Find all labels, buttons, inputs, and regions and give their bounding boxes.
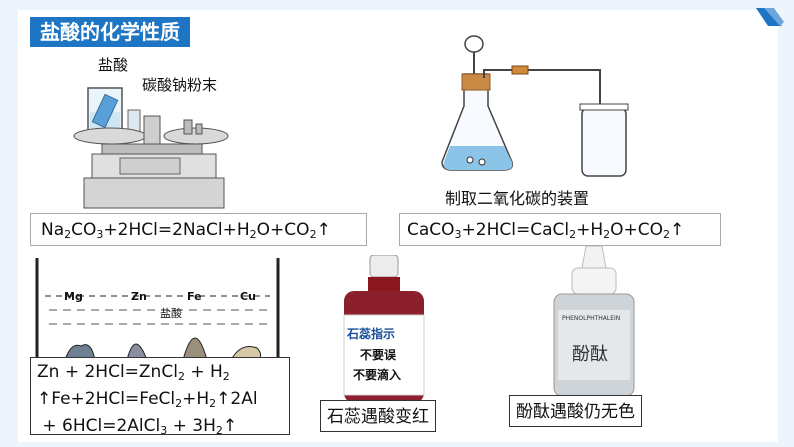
metal-label-cu: Cu — [240, 290, 256, 303]
label-sodium-carbonate-powder: 碳酸钠粉末 — [142, 76, 218, 94]
label-hydrochloric-acid: 盐酸 — [98, 56, 129, 74]
slide-title: 盐酸的化学性质 — [30, 17, 190, 47]
phenol-label-small: PHENOLPHTHALEIN — [562, 315, 621, 322]
co2-generation-apparatus — [441, 35, 629, 177]
equation-iron-line: ↑Fe+2HCl=FeCl2+H2↑2Al — [37, 389, 258, 410]
metal-label-fe: Fe — [187, 290, 202, 303]
litmus-caption: 石蕊遇酸变红 — [320, 400, 436, 432]
metal-label-mg: Mg — [64, 290, 83, 303]
metals-in-acid-illustration — [35, 256, 280, 360]
corner-decoration-icon — [756, 8, 784, 26]
equation-calcium-carbonate: CaCO3+2HCl=CaCl2+H2O+CO2↑ — [399, 213, 721, 246]
equation-sodium-carbonate: Na2CO3+2HCl=2NaCl+H2O+CO2↑ — [30, 213, 367, 246]
litmus-label-line1: 石蕊指示 — [347, 327, 396, 341]
equation-zinc-line: Zn + 2HCl=ZnCl2 + H2 — [37, 362, 230, 383]
balance-beaker-illustration — [73, 87, 229, 209]
metal-label-zn: Zn — [131, 290, 147, 303]
phenolphthalein-caption: 酚酞遇酸仍无色 — [509, 395, 642, 427]
litmus-label-line2: 不要误 — [360, 348, 397, 362]
co2-apparatus-caption: 制取二氧化碳的装置 — [445, 189, 590, 208]
equation-aluminum-line: + 6HCl=2AlCl3 + 3H2↑ — [37, 416, 238, 437]
litmus-label-line3: 不要滴入 — [353, 368, 402, 382]
litmus-bottle-photo — [343, 255, 425, 403]
metals-acid-label: 盐酸 — [160, 307, 182, 320]
phenol-label-name: 酚酞 — [572, 344, 608, 365]
phenolphthalein-bottle-photo — [553, 246, 635, 397]
equation-metals: Zn + 2HCl=ZnCl2 + H2 ↑Fe+2HCl=FeCl2+H2↑2… — [30, 357, 290, 437]
